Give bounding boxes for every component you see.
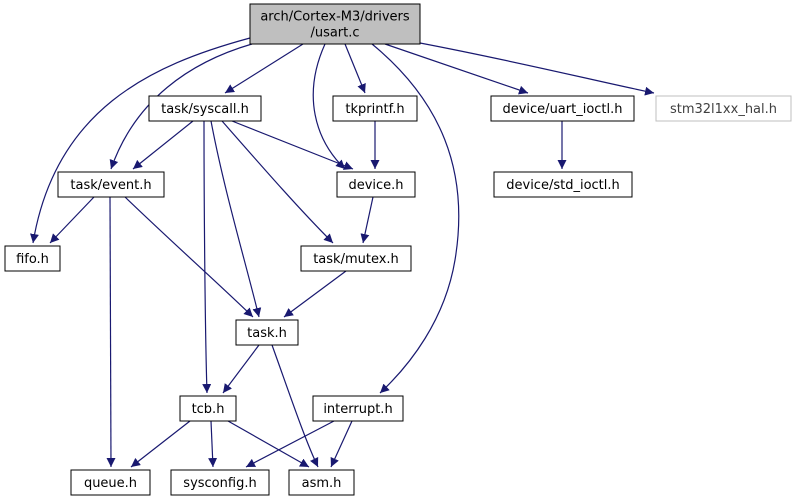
node-std_ioctl[interactable]: device/std_ioctl.h <box>493 171 633 198</box>
node-event[interactable]: task/event.h <box>57 171 165 198</box>
edge-root-to-interrupt <box>371 43 460 394</box>
edge-root-to-syscall <box>224 43 304 94</box>
node-label-tcb: tcb.h <box>192 402 225 417</box>
edge-root-to-event <box>109 43 253 170</box>
edge-root-to-tkprintf <box>344 43 366 94</box>
edge-event-to-task <box>124 196 254 318</box>
node-label-tkprintf: tkprintf.h <box>345 102 404 117</box>
nodes-layer: arch/Cortex-M3/drivers/usart.c task/sysca… <box>4 3 792 496</box>
node-uart_ioctl[interactable]: device/uart_ioctl.h <box>490 95 635 122</box>
edge-tcb-to-sysconfig <box>208 420 218 468</box>
node-label-interrupt: interrupt.h <box>323 402 392 417</box>
node-label-hal: stm32l1xx_hal.h <box>670 102 777 117</box>
node-box-queue <box>70 469 151 496</box>
node-label-asm: asm.h <box>302 476 342 491</box>
node-label-sysconfig: sysconfig.h <box>183 476 256 491</box>
node-box-sysconfig <box>170 469 270 496</box>
node-tcb[interactable]: tcb.h <box>179 395 237 422</box>
edge-event-to-queue <box>106 196 116 468</box>
node-tkprintf[interactable]: tkprintf.h <box>332 95 418 122</box>
node-box-hal <box>655 95 792 122</box>
edges-layer <box>30 37 655 468</box>
node-box-std_ioctl <box>493 171 633 198</box>
node-label-root-line1: arch/Cortex-M3/drivers <box>260 10 410 25</box>
node-mutex[interactable]: task/mutex.h <box>300 245 412 272</box>
edge-syscall-to-tcb <box>202 120 212 394</box>
node-asm[interactable]: asm.h <box>288 469 355 496</box>
node-box-event <box>57 171 165 198</box>
node-label-event: task/event.h <box>70 178 151 193</box>
edge-syscall-to-device <box>231 120 354 170</box>
node-label-mutex: task/mutex.h <box>313 252 399 267</box>
node-queue[interactable]: queue.h <box>70 469 151 496</box>
edge-event-to-fifo <box>49 196 95 244</box>
edge-mutex-to-task <box>283 270 347 318</box>
node-box-interrupt <box>312 395 404 422</box>
node-sysconfig[interactable]: sysconfig.h <box>170 469 270 496</box>
node-box-uart_ioctl <box>490 95 635 122</box>
node-box-tcb <box>179 395 237 422</box>
edge-task-to-tcb <box>222 344 260 394</box>
edge-syscall-to-event <box>132 120 194 170</box>
node-label-queue: queue.h <box>84 476 137 491</box>
node-box-fifo <box>4 245 61 272</box>
node-box-tkprintf <box>332 95 418 122</box>
node-box-syscall <box>148 95 262 122</box>
edge-root-to-device <box>312 43 346 170</box>
node-label-std_ioctl: device/std_ioctl.h <box>506 178 620 193</box>
node-label-root-line2: /usart.c <box>310 26 359 41</box>
node-box-root <box>249 3 421 45</box>
node-syscall[interactable]: task/syscall.h <box>148 95 262 122</box>
edge-root-to-uart_ioctl <box>384 43 529 95</box>
node-label-fifo: fifo.h <box>16 252 49 267</box>
node-label-task: task.h <box>247 326 287 341</box>
edge-task-to-asm <box>271 344 319 468</box>
node-label-uart_ioctl: device/uart_ioctl.h <box>502 102 622 117</box>
edge-interrupt-to-sysconfig <box>245 420 335 468</box>
edge-root-to-hal <box>419 42 655 96</box>
node-device[interactable]: device.h <box>336 171 416 198</box>
edge-syscall-to-task <box>210 120 262 318</box>
edge-device-to-mutex <box>360 196 374 244</box>
node-box-asm <box>288 469 355 496</box>
node-hal[interactable]: stm32l1xx_hal.h <box>655 95 792 122</box>
node-label-device: device.h <box>348 178 403 193</box>
node-label-syscall: task/syscall.h <box>161 102 249 117</box>
edge-tcb-to-queue <box>130 420 191 468</box>
node-box-task <box>235 319 299 346</box>
node-interrupt[interactable]: interrupt.h <box>312 395 404 422</box>
edge-interrupt-to-asm <box>330 420 353 468</box>
edge-syscall-to-mutex <box>221 120 334 244</box>
node-task[interactable]: task.h <box>235 319 299 346</box>
node-box-mutex <box>300 245 412 272</box>
edge-tcb-to-asm <box>227 420 310 468</box>
node-fifo[interactable]: fifo.h <box>4 245 61 272</box>
node-box-device <box>336 171 416 198</box>
edge-root-to-fifo <box>30 37 251 244</box>
node-root: arch/Cortex-M3/drivers/usart.c <box>249 3 421 45</box>
